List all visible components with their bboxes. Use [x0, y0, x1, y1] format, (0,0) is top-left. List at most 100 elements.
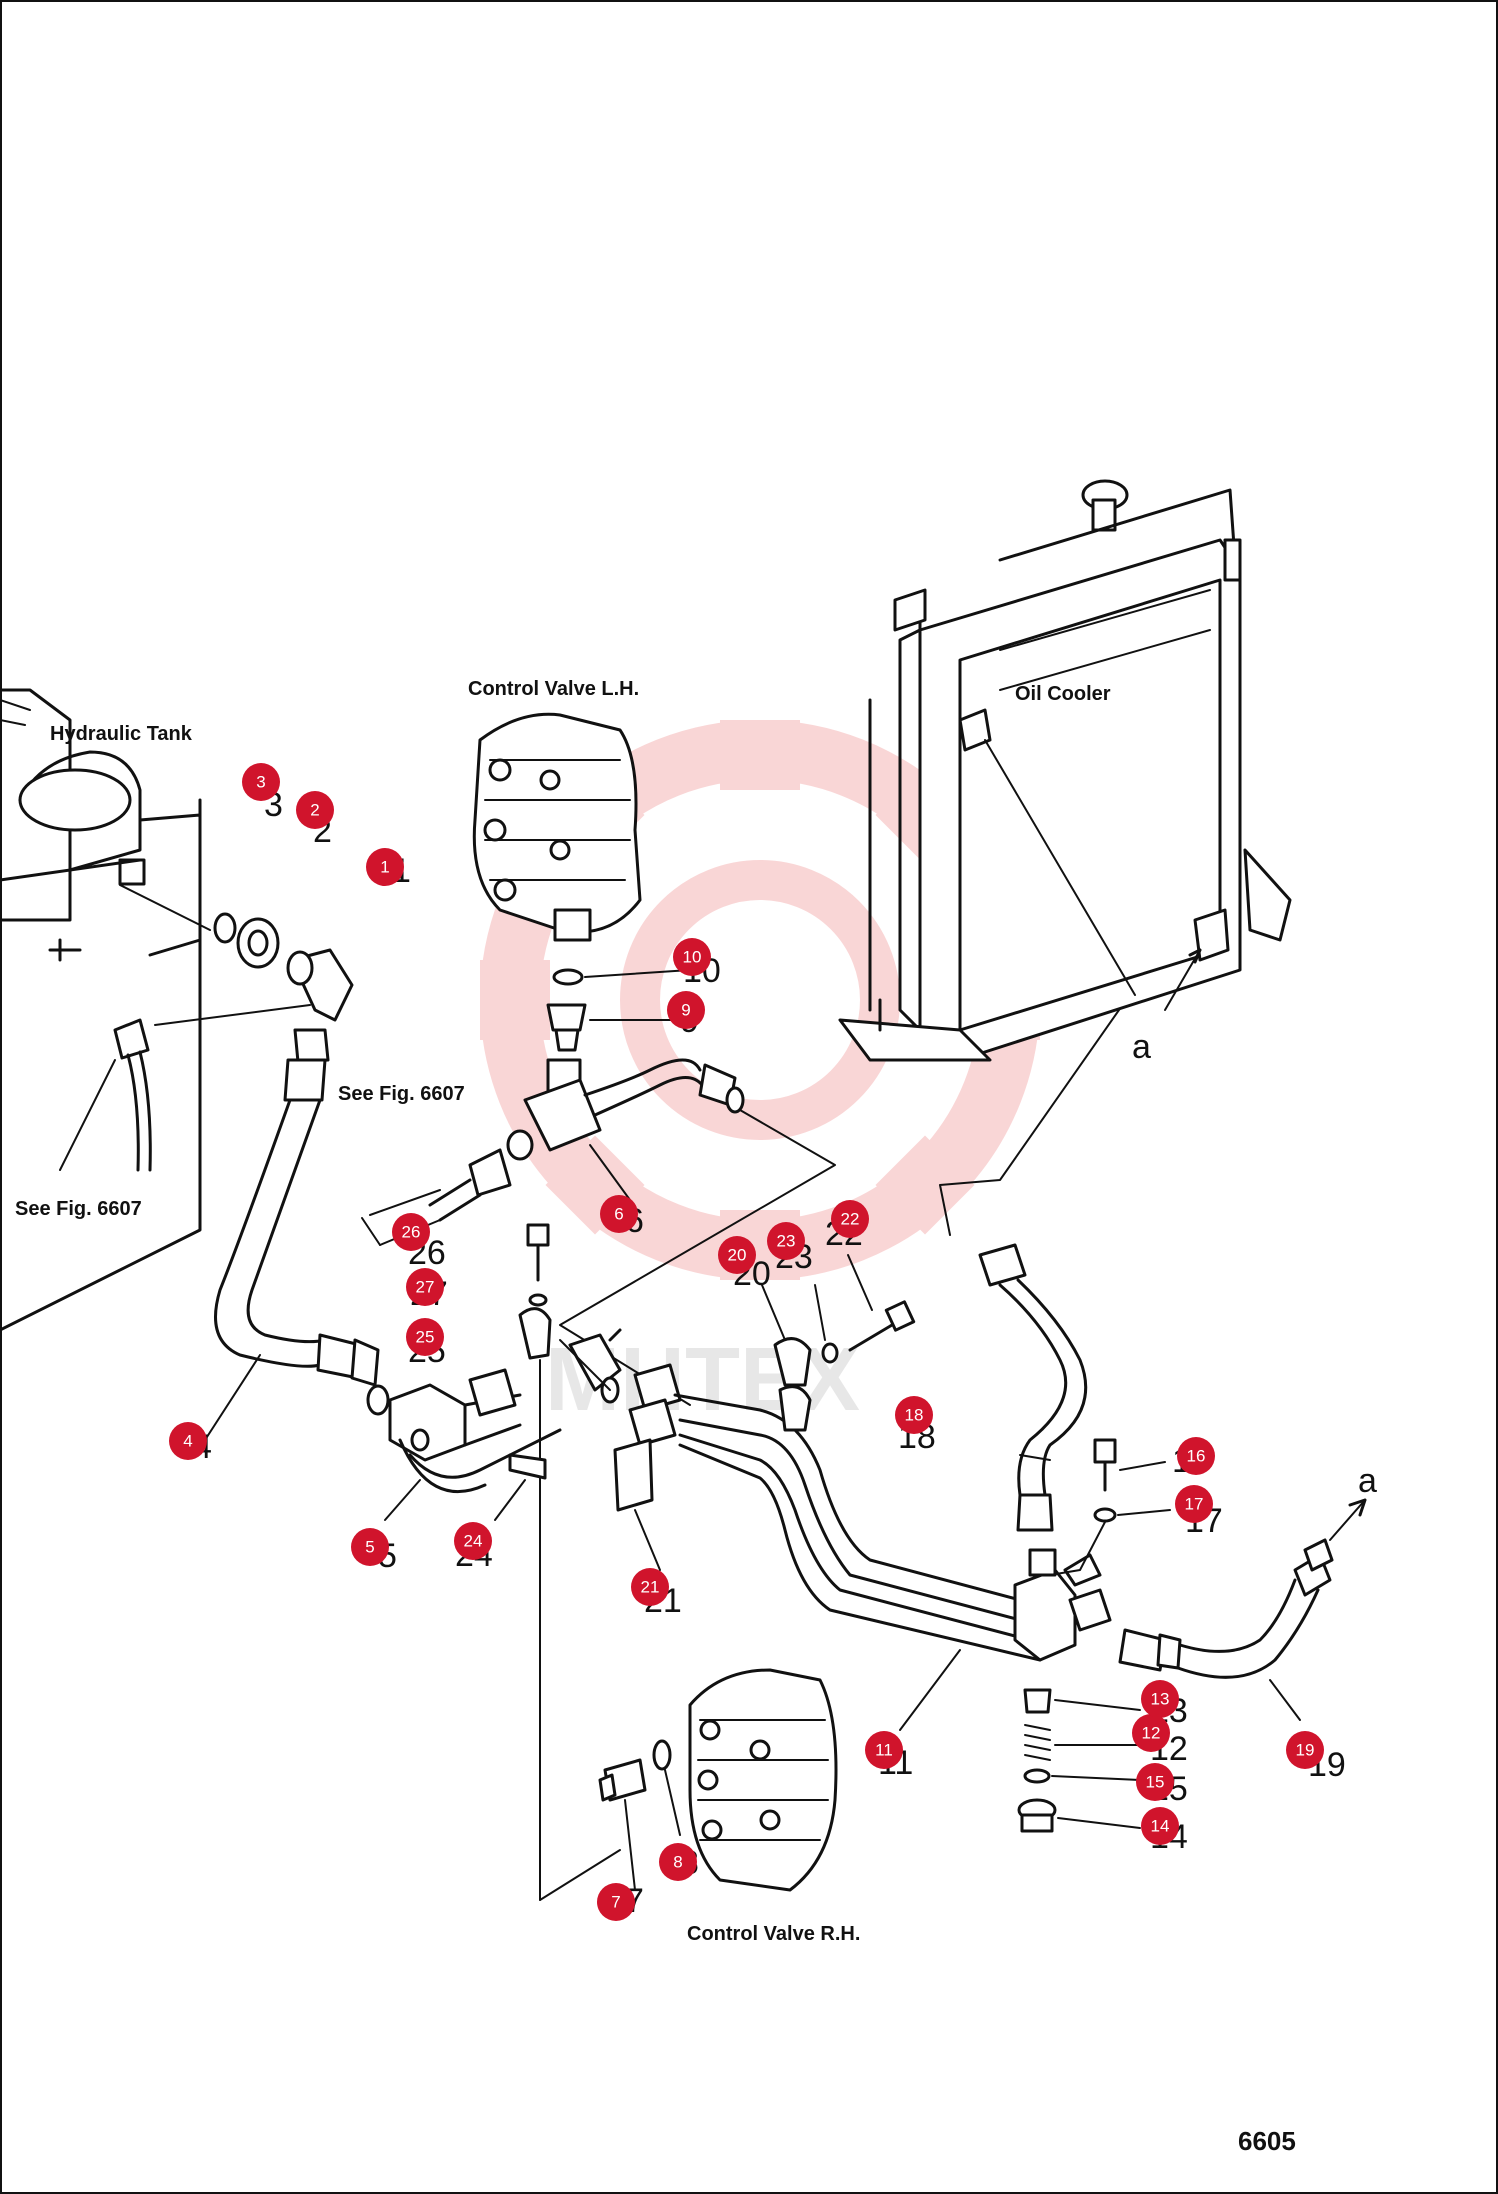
control-valve-lh-label: Control Valve L.H. — [468, 678, 639, 700]
svg-text:22: 22 — [841, 1210, 860, 1229]
hydraulic-tank-label: Hydraulic Tank — [50, 723, 193, 745]
svg-text:16: 16 — [1187, 1447, 1206, 1466]
svg-text:4: 4 — [183, 1432, 192, 1451]
callout-22[interactable]: 22 — [831, 1200, 869, 1238]
callout-10[interactable]: 10 — [673, 938, 711, 976]
oil-cooler-label: Oil Cooler — [1015, 683, 1111, 705]
valve-block — [1013, 1548, 1112, 1662]
see-fig-mid-label: See Fig. 6607 — [338, 1083, 465, 1105]
callout-25[interactable]: 25 — [406, 1318, 444, 1356]
callout-1[interactable]: 1 — [366, 848, 404, 886]
svg-text:1: 1 — [380, 858, 389, 877]
callout-2[interactable]: 2 — [296, 791, 334, 829]
callout-19[interactable]: 19 — [1286, 1731, 1324, 1769]
clamp-25 — [518, 1307, 552, 1360]
callout-12[interactable]: 12 — [1132, 1714, 1170, 1752]
callout-6[interactable]: 6 — [600, 1195, 638, 1233]
bracket-21 — [613, 1438, 654, 1512]
callout-4[interactable]: 4 — [169, 1422, 207, 1460]
fitting-7 — [598, 1758, 647, 1802]
callout-20[interactable]: 20 — [718, 1236, 756, 1274]
svg-text:10: 10 — [683, 948, 702, 967]
svg-text:6: 6 — [614, 1205, 623, 1224]
callout-3[interactable]: 3 — [242, 763, 280, 801]
callout-21[interactable]: 21 — [631, 1568, 669, 1606]
svg-text:19: 19 — [1296, 1741, 1315, 1760]
svg-text:27: 27 — [416, 1278, 435, 1297]
figure-number: 6605 — [1238, 2126, 1296, 2156]
svg-text:8: 8 — [673, 1853, 682, 1872]
see-fig-mid-hose — [361, 1148, 512, 1246]
control-valve-lh — [472, 712, 642, 942]
svg-text:24: 24 — [464, 1532, 483, 1551]
o-ring-10 — [552, 968, 584, 986]
tee-fitting — [568, 1328, 622, 1404]
adapter-2 — [236, 917, 280, 969]
bolt-16 — [1093, 1438, 1117, 1492]
plug-13 — [1023, 1688, 1052, 1714]
fitting-9 — [546, 1003, 587, 1052]
svg-text:25: 25 — [416, 1328, 435, 1347]
washer-27 — [528, 1293, 548, 1307]
callout-24[interactable]: 24 — [454, 1522, 492, 1560]
washer-23 — [821, 1342, 839, 1364]
hydraulic-tank — [0, 688, 202, 1332]
callout-5[interactable]: 5 — [351, 1528, 389, 1566]
spring-12 — [1024, 1724, 1051, 1761]
svg-text:2: 2 — [310, 801, 319, 820]
callout-27[interactable]: 27 — [406, 1268, 444, 1306]
washer-17 — [1093, 1507, 1117, 1523]
callout-markers: 1 2 3 4 5 6 7 8 9 10 11 12 13 14 15 16 1… — [169, 763, 1324, 1921]
hose-4 — [214, 1028, 390, 1416]
clamp-lower — [778, 1385, 812, 1432]
svg-text:15: 15 — [1146, 1773, 1165, 1792]
svg-text:21: 21 — [641, 1578, 660, 1597]
callout-23[interactable]: 23 — [767, 1222, 805, 1260]
svg-text:9: 9 — [681, 1001, 690, 1020]
svg-text:5: 5 — [365, 1538, 374, 1557]
hose-18 — [978, 1243, 1088, 1532]
callout-11[interactable]: 11 — [865, 1731, 903, 1769]
svg-text:13: 13 — [1151, 1690, 1170, 1709]
callout-13[interactable]: 13 — [1141, 1680, 1179, 1718]
svg-text:26: 26 — [402, 1223, 421, 1242]
bolt-26 — [526, 1223, 550, 1282]
marker-a-right: a — [1358, 1462, 1377, 1500]
manifold-block-5 — [388, 1368, 562, 1494]
see-fig-left-label: See Fig. 6607 — [15, 1198, 142, 1220]
callout-18[interactable]: 18 — [895, 1396, 933, 1434]
svg-text:14: 14 — [1151, 1817, 1170, 1836]
svg-text:18: 18 — [905, 1406, 924, 1425]
o-ring-8 — [652, 1739, 672, 1771]
bolt-22 — [848, 1300, 916, 1352]
svg-text:7: 7 — [611, 1893, 620, 1912]
double-pipe-11 — [628, 1363, 1042, 1662]
pipe-6 — [506, 1058, 745, 1161]
callout-7[interactable]: 7 — [597, 1883, 635, 1921]
callout-26[interactable]: 26 — [392, 1213, 430, 1251]
plug-14 — [1017, 1798, 1057, 1833]
callout-8[interactable]: 8 — [659, 1843, 697, 1881]
control-valve-rh-label: Control Valve R.H. — [687, 1923, 860, 1945]
oil-cooler — [838, 479, 1292, 1062]
hose-19 — [1118, 1538, 1334, 1679]
o-ring-3 — [213, 912, 237, 944]
svg-text:23: 23 — [777, 1232, 796, 1251]
svg-text:3: 3 — [256, 773, 265, 792]
callout-16[interactable]: 16 — [1177, 1437, 1215, 1475]
svg-text:11: 11 — [875, 1741, 893, 1760]
callout-17[interactable]: 17 — [1175, 1485, 1213, 1523]
svg-text:20: 20 — [728, 1246, 747, 1265]
callout-14[interactable]: 14 — [1141, 1807, 1179, 1845]
clamp-20 — [773, 1337, 812, 1387]
svg-text:17: 17 — [1185, 1495, 1204, 1514]
control-valve-rh — [688, 1668, 838, 1892]
plate-24 — [508, 1453, 547, 1480]
svg-text:12: 12 — [1142, 1724, 1161, 1743]
callout-15[interactable]: 15 — [1136, 1763, 1174, 1801]
callout-9[interactable]: 9 — [667, 991, 705, 1029]
marker-a-top: a — [1132, 1028, 1151, 1066]
o-ring-15 — [1023, 1768, 1051, 1784]
